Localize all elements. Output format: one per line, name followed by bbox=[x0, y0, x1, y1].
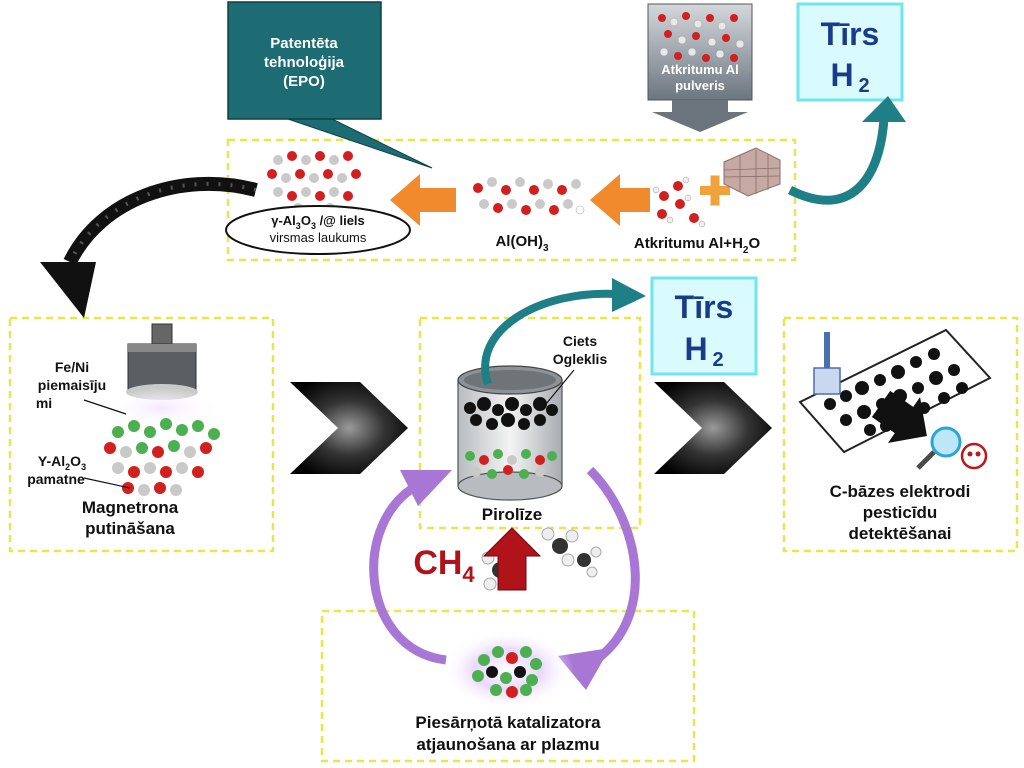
magnifier-icon bbox=[916, 426, 962, 470]
pesticide-skull-icon bbox=[960, 442, 988, 470]
alumina-label-line2: virsmas laukums bbox=[270, 230, 367, 245]
solid-carbon-line2: Ogleklis bbox=[553, 351, 608, 367]
fe-ni-pointer bbox=[83, 399, 127, 415]
regen-caption-1: Piesārņotā katalizatora bbox=[415, 713, 601, 732]
ch4-label: CH4 bbox=[413, 544, 475, 587]
regen-caption-2: atjaunošana ar plazmu bbox=[416, 735, 599, 754]
pyrolysis-reactor-icon bbox=[457, 365, 563, 501]
aluminum-lattice-icon bbox=[723, 147, 781, 197]
support-line1: Υ-Al2O3 bbox=[38, 453, 86, 472]
al-powder-crystal-icon bbox=[658, 12, 745, 62]
magnetron-sputter-icon bbox=[104, 323, 220, 428]
electrodes-caption-2: pesticīdu bbox=[863, 503, 938, 522]
regeneration-box bbox=[320, 609, 696, 763]
electrode-sheet-icon bbox=[798, 328, 992, 454]
teal-arrowhead-mid bbox=[612, 278, 646, 312]
magnetron-box bbox=[8, 316, 275, 553]
plus-icon bbox=[700, 175, 730, 206]
top-process-box bbox=[226, 138, 797, 262]
h2-mid-sub: 2 bbox=[712, 349, 723, 371]
purple-arrowhead-left bbox=[400, 470, 452, 506]
pure-h2-box-top: Tīrs H 2 bbox=[796, 2, 904, 102]
electrodes-box bbox=[782, 316, 1019, 553]
alumina-crystal-icon bbox=[267, 151, 361, 215]
h2-top-sub: 2 bbox=[858, 75, 869, 97]
electrodes-caption-1: C-bāzes elektrodi bbox=[830, 482, 971, 501]
magnetron-caption-1: Magnetrona bbox=[82, 498, 179, 517]
al-powder-callout: Atkritumu Al pulveris bbox=[647, 3, 753, 132]
orange-arrow-2 bbox=[590, 174, 650, 226]
carbon-pointer bbox=[545, 369, 575, 405]
water-molecules-icon bbox=[652, 176, 706, 228]
teal-arrowhead-top bbox=[862, 96, 906, 122]
pure-h2-box-mid: Tīrs H 2 bbox=[650, 276, 758, 376]
waste-al-label: Atkritumu Al+H2O bbox=[634, 235, 761, 256]
black-arrowhead bbox=[40, 262, 96, 318]
pyrolysis-box bbox=[418, 316, 642, 530]
plasma-glow bbox=[442, 630, 574, 710]
epo-line-2: tehnoloģija bbox=[264, 54, 345, 71]
electrodes-caption-3: detektēšanai bbox=[849, 524, 952, 543]
orange-arrow-1 bbox=[390, 174, 456, 226]
al-powder-line-1: Atkritumu Al bbox=[661, 62, 739, 77]
epo-line-1: Patentēta bbox=[270, 35, 338, 52]
purple-arrow-right bbox=[586, 466, 640, 668]
regenerated-catalyst-icon bbox=[472, 646, 542, 698]
h2-mid-line1: Tīrs bbox=[675, 289, 734, 325]
chevron-arrow-2 bbox=[654, 382, 772, 474]
aloh3-crystal-icon bbox=[473, 177, 585, 215]
support-pointer bbox=[83, 477, 131, 489]
alumina-label-line1: γ-Al3O3 /@ liels bbox=[271, 213, 365, 231]
magnetron-caption-2: putināšana bbox=[85, 519, 175, 538]
epo-callout: Patentēta tehnoloģija (EPO) bbox=[227, 1, 433, 169]
chevron-arrow-1 bbox=[290, 382, 408, 474]
alumina-label-ellipse bbox=[225, 205, 411, 255]
purple-arrow-left bbox=[369, 480, 447, 665]
al-powder-line-2: pulveris bbox=[675, 78, 725, 93]
teal-arrow-top bbox=[787, 117, 889, 205]
epo-line-3: (EPO) bbox=[283, 73, 325, 90]
h2-mid-line2: H bbox=[684, 331, 707, 367]
up-arrow-red-icon bbox=[482, 527, 542, 591]
catalyst-particle-icon bbox=[104, 418, 220, 496]
teal-arrow-mid bbox=[481, 289, 617, 386]
h2-top-line2: H bbox=[830, 57, 853, 93]
black-curved-arrow bbox=[63, 176, 258, 266]
fe-ni-line1: Fe/Ni bbox=[55, 359, 89, 375]
solid-carbon-line1: Ciets bbox=[563, 333, 597, 349]
support-line2: pamatne bbox=[27, 471, 85, 487]
fe-ni-line3: mi bbox=[36, 395, 52, 411]
pyrolysis-caption: Pirolīze bbox=[482, 505, 542, 524]
h2-top-line1: Tīrs bbox=[821, 16, 880, 52]
fe-ni-line2: piemaisīju bbox=[38, 377, 106, 393]
aloh3-label: Al(OH)3 bbox=[495, 233, 549, 254]
brush-icon bbox=[813, 332, 841, 395]
